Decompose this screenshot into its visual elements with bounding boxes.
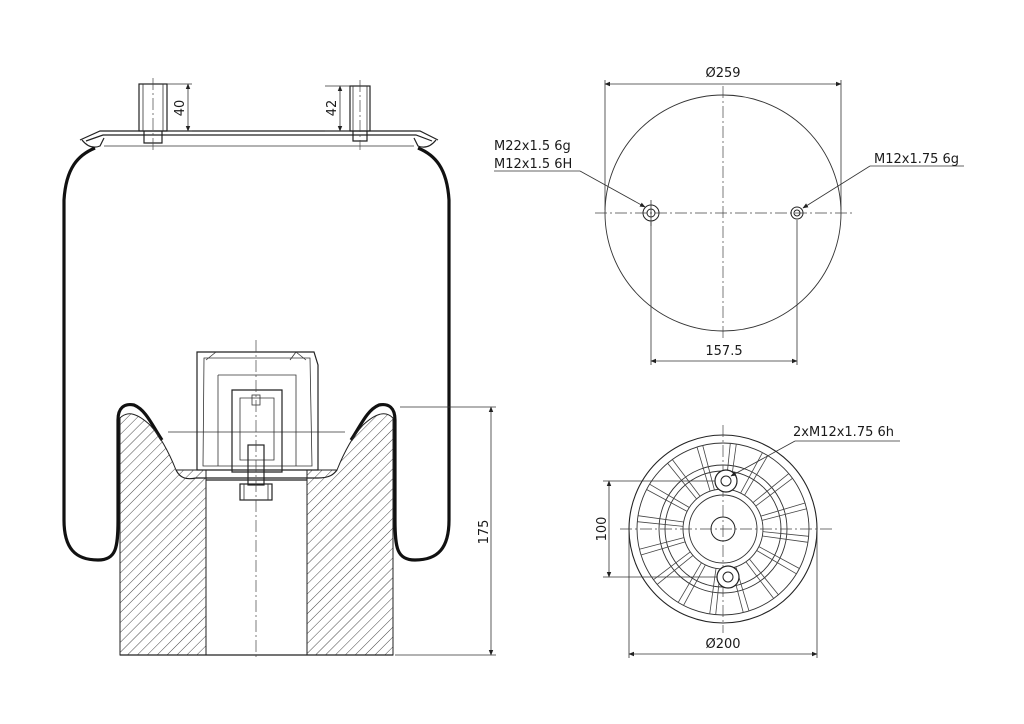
piston-rib (656, 555, 694, 585)
piston-rib (637, 521, 684, 527)
piston-rib (653, 551, 691, 581)
piston (119, 413, 394, 656)
piston-rib (745, 561, 775, 599)
dimension-157-5: 157.5 (650, 220, 798, 365)
stud-right-dim-label: 42 (325, 100, 340, 117)
top-view: Ø259 M22x1.5 6g M12x1.5 6H M12x1.75 6g 1… (494, 66, 964, 365)
top-thread-left-line2: M12x1.5 6H (494, 157, 572, 172)
bottom-hole-bottom (716, 565, 740, 589)
top-hole-left (642, 200, 660, 226)
right-stud (349, 80, 371, 150)
piston-rib (639, 537, 685, 550)
bottom-diameter-label: Ø200 (705, 637, 740, 652)
top-thread-right: M12x1.75 6g (874, 152, 959, 167)
dimension-200: Ø200 (628, 529, 818, 658)
top-thread-left-line1: M22x1.5 6g (494, 139, 571, 154)
piston-rib (649, 483, 690, 508)
piston-rib (640, 541, 686, 556)
piston-rib (756, 550, 797, 575)
piston-rib (762, 531, 809, 537)
piston-rib (761, 508, 807, 521)
piston-rib (749, 558, 779, 596)
bottom-view: 2xM12x1.75 6h 100 Ø200 (595, 425, 900, 658)
piston-rib (677, 562, 702, 603)
dimension-40: 40 (167, 83, 192, 132)
piston-rib (671, 459, 701, 497)
piston-rib (637, 515, 684, 523)
dimension-42: 42 (325, 85, 350, 132)
left-stud (138, 78, 168, 150)
piston-rib (740, 452, 763, 494)
top-spacing-label: 157.5 (705, 344, 742, 359)
piston-rib (683, 564, 706, 606)
bumper (175, 351, 338, 480)
piston-rib (760, 502, 806, 517)
piston-rib (752, 473, 790, 503)
stud-left-dim-label: 40 (173, 100, 188, 117)
top-hole-right (790, 206, 804, 220)
bellows (62, 146, 451, 562)
piston-rib (709, 568, 717, 615)
piston-rib (744, 455, 769, 496)
dimension-259: Ø259 (604, 66, 842, 210)
top-plate (79, 130, 439, 148)
height-dim-label: 175 (477, 520, 492, 545)
bottom-hole-top (714, 469, 738, 493)
piston-rib (758, 546, 800, 569)
side-view: 40 42 (62, 78, 496, 660)
dimension-100: 100 (595, 480, 717, 578)
bottom-thread-label: 2xM12x1.75 6h (793, 425, 894, 440)
dimension-175: 175 (395, 406, 496, 656)
piston-rib (702, 445, 715, 491)
center-bolt (239, 340, 273, 660)
piston-rib (646, 489, 688, 512)
top-diameter-label: Ø259 (705, 66, 740, 81)
piston-rib (762, 535, 809, 543)
piston-rib (696, 446, 711, 492)
bottom-spacing-label: 100 (595, 517, 610, 542)
piston-rib (755, 477, 793, 507)
